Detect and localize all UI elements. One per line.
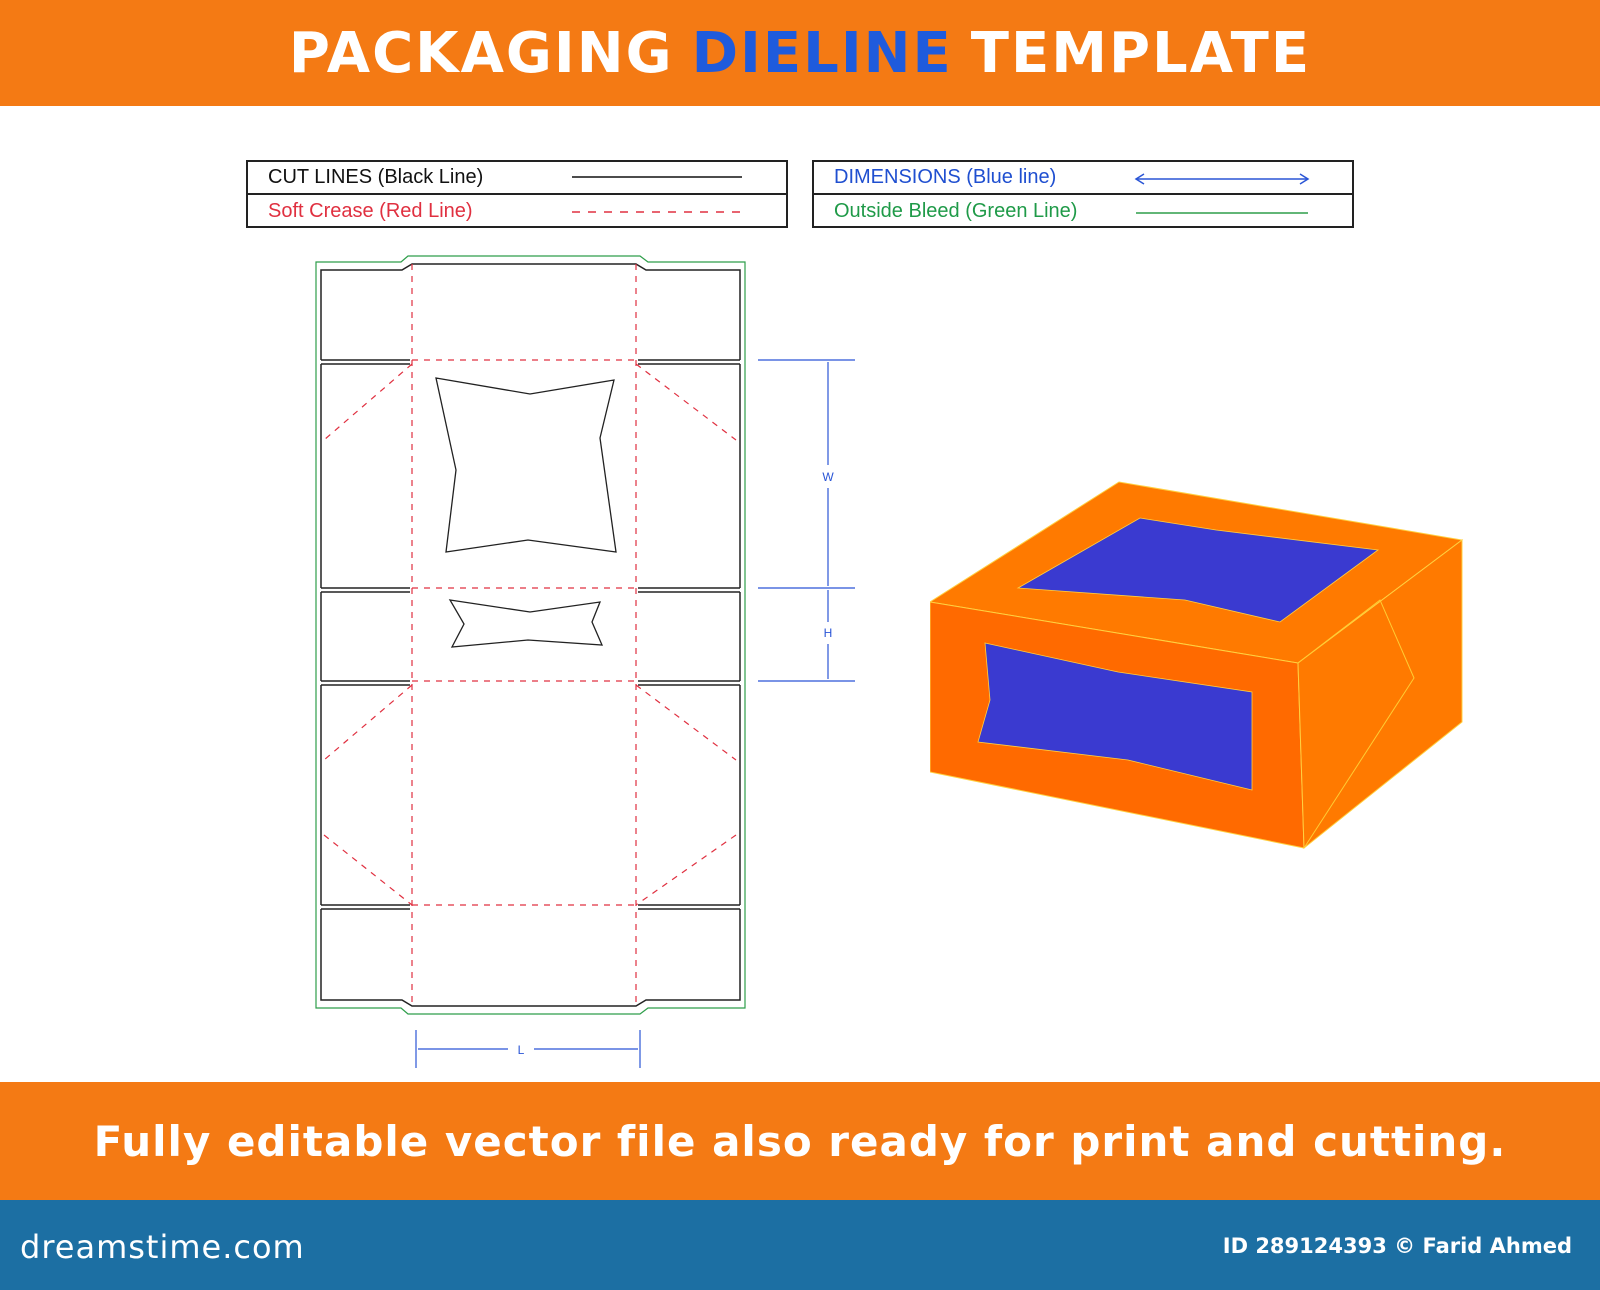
- footer-credit: ID 289124393 © Farid Ahmed: [1222, 1234, 1572, 1258]
- legend-cut-crease: CUT LINES (Black Line) Soft Crease (Red …: [246, 160, 788, 228]
- side-window-cutout: [448, 599, 604, 648]
- box-side-face: [1297, 539, 1463, 850]
- outside-bleed: [315, 255, 746, 1015]
- cut-lines: [320, 263, 741, 1007]
- footer-bar: dreamstime.com ID 289124393 © Farid Ahme…: [0, 1200, 1600, 1290]
- legend-right-swatches: [1134, 173, 1310, 214]
- dimension-lines: [415, 359, 855, 1068]
- header-title-part1: PACKAGING: [288, 20, 674, 86]
- dimension-arrow-left-icon: [1134, 173, 1145, 185]
- side-fold-line: [1297, 599, 1415, 849]
- header-title-part2: TEMPLATE: [970, 20, 1312, 86]
- dimension-arrow-right-icon: [1299, 173, 1310, 185]
- lid-window-cutout: [435, 377, 617, 553]
- front-window: [977, 642, 1253, 791]
- dimension-label-h: H: [824, 626, 833, 640]
- legend-row-bleed: Outside Bleed (Green Line): [814, 195, 1352, 228]
- header-banner: PACKAGING DIELINE TEMPLATE: [0, 0, 1600, 106]
- legend-row-cut: CUT LINES (Black Line): [248, 162, 786, 195]
- legend-cut-label: CUT LINES (Black Line): [268, 166, 484, 188]
- bottom-banner-text: Fully editable vector file also ready fo…: [93, 1116, 1507, 1166]
- legend-row-crease: Soft Crease (Red Line): [248, 195, 786, 228]
- header-title-accent: DIELINE: [691, 20, 953, 86]
- legend-dimension-bleed: DIMENSIONS (Blue line) Outside Bleed (Gr…: [812, 160, 1354, 228]
- legend-crease-label: Soft Crease (Red Line): [268, 200, 473, 222]
- legend-dimension-label: DIMENSIONS (Blue line): [834, 166, 1057, 188]
- dimension-label-w: W: [822, 470, 834, 484]
- legend-row-dimension: DIMENSIONS (Blue line): [814, 162, 1352, 195]
- dimension-label-l: L: [518, 1043, 525, 1057]
- dieline-drawing: W H L: [315, 255, 855, 1068]
- box-3d-mockup: [930, 481, 1464, 850]
- crease-lines: [323, 264, 737, 1006]
- footer-brand-link[interactable]: dreamstime.com: [20, 1228, 305, 1266]
- bottom-banner: Fully editable vector file also ready fo…: [0, 1082, 1600, 1200]
- top-window: [1016, 517, 1380, 623]
- legend-left-swatches: [572, 176, 742, 213]
- legend-bleed-label: Outside Bleed (Green Line): [834, 200, 1078, 222]
